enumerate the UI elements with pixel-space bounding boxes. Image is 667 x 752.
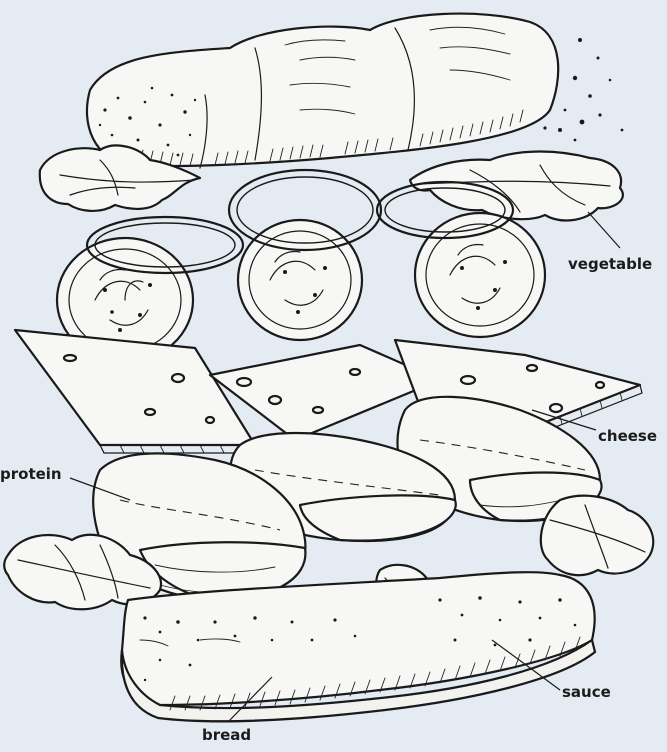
bread-label: bread <box>202 726 251 744</box>
cheese-label: cheese <box>598 427 657 445</box>
top-bun <box>87 14 558 168</box>
protein-label: protein <box>0 465 62 483</box>
vegetable-label: vegetable <box>568 255 652 273</box>
sauce-label: sauce <box>562 683 611 701</box>
vegetable-leader <box>588 212 620 248</box>
bottom-bread <box>121 572 595 721</box>
